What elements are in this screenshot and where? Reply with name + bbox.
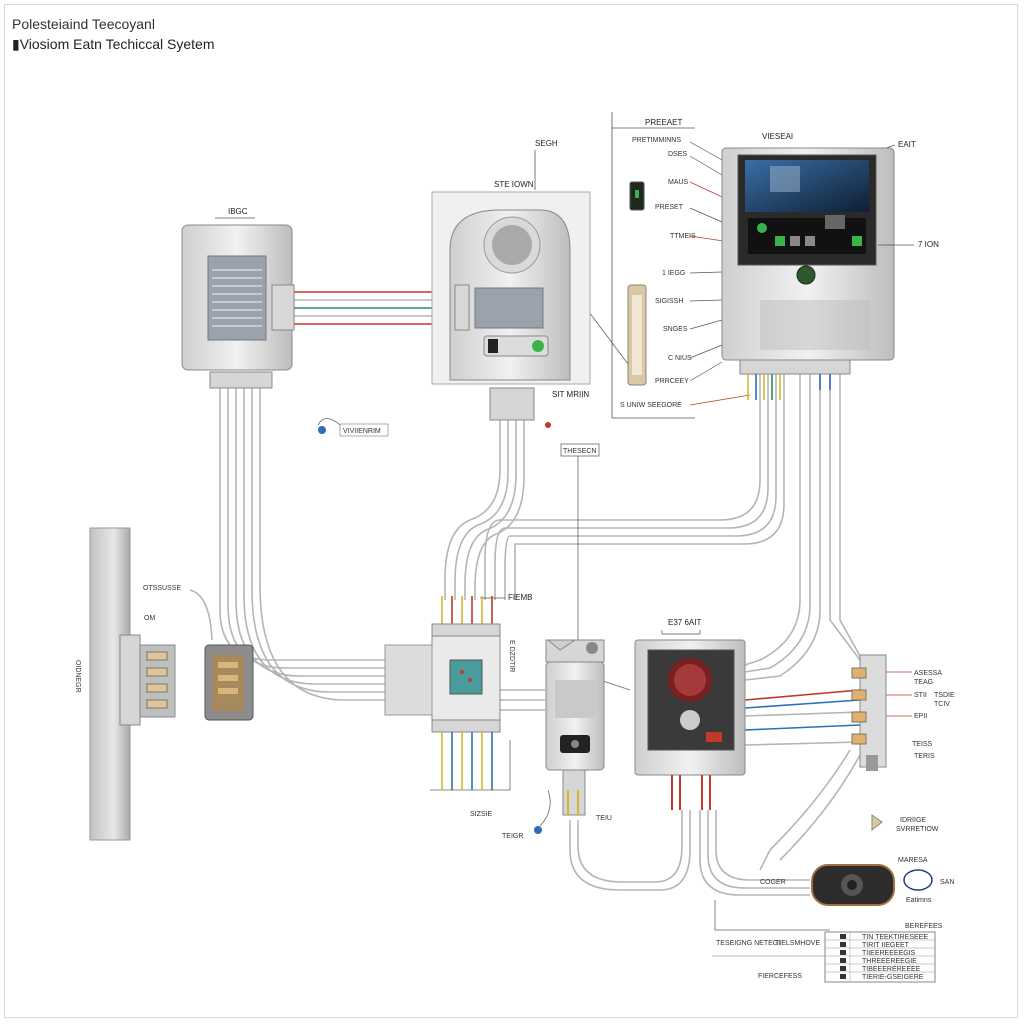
junction-tag: FIEMB [508, 593, 532, 602]
terminal-label-6: TCIV [934, 701, 950, 708]
panel-screen [745, 160, 869, 212]
legend-item-9: C NIUS [668, 355, 692, 362]
wires-bottom-loops [569, 749, 861, 896]
terminal-label-8: TERIS [914, 753, 935, 760]
table-row-3: TIIEEREEEEGIS [862, 950, 916, 957]
cabinet: E37 6AIT [634, 618, 746, 810]
junction-chip [449, 659, 483, 695]
remote: COGER MARESA SAN Eatimns [760, 857, 954, 906]
panel-terminal-strip [739, 359, 851, 375]
legend-item-5: TTMEIS [670, 233, 696, 240]
cabinet-lock-icon [680, 710, 700, 730]
center-unit-display [483, 335, 549, 357]
legend-item-11: S UNIW SEEGORE [620, 402, 682, 409]
panel-title: VIESEAI [762, 132, 793, 141]
sensor-left-label: VIVIIENRIM [343, 428, 381, 435]
legend-item-8: SNGES [663, 326, 688, 333]
wires-center-to-junction [444, 420, 525, 600]
terminal-label-1: ASESSA [914, 670, 942, 677]
table-row-5: TIBEEEREREEEE [862, 966, 921, 973]
side-sensor-label-b: SVRRETIOW [896, 826, 939, 833]
table-row-4: THREEEREEGIE [862, 958, 917, 965]
side-sensor-label: IDRIIGE [900, 817, 926, 824]
panel-corner-label: EAIT [898, 140, 916, 149]
wires-left-to-center [290, 291, 440, 325]
right-terminal: ASESSA TEAG STII TSDIE EPII TCIV TEISS T… [851, 654, 955, 771]
remote-brand: Eatimns [906, 897, 932, 904]
wire-left-panel [189, 589, 213, 641]
left-unit-terminal [271, 284, 295, 331]
table-row-2: TIRIT IIEGEET [862, 942, 910, 949]
table-title: BEREFEES [905, 923, 943, 930]
wires-panel-to-junction [484, 370, 785, 600]
side-sensor-icon [871, 814, 883, 832]
left-unit-vent [207, 255, 267, 341]
center-unit: SEGH STE IOWN SIT MRIIN [431, 139, 591, 428]
left-panel-b-label: OM [144, 615, 155, 622]
diagram-subtitle: ▮Viosiom Eatn Techiccal Syetem [12, 36, 215, 52]
diagram-title: Polesteiaind Teecoyanl [12, 16, 155, 32]
left-panel: OTSSUSSE [143, 585, 254, 721]
terminal-label-3: STII [914, 692, 927, 699]
center-unit-grille [474, 287, 544, 329]
sensor-left: VIVIIENRIM [317, 418, 389, 437]
table-left-a: TESEIGNG NETEGI [716, 940, 780, 947]
left-panel-a-label: OTSSUSSE [143, 585, 181, 592]
middle-tag: THESECN [560, 443, 600, 457]
probe-bulb-icon [534, 826, 542, 834]
left-wall-label: OIDNEGR [74, 660, 81, 693]
probe: TEIGR [502, 789, 551, 840]
left-unit: IBGC [181, 207, 295, 389]
center-sub-label: STE IOWN [494, 180, 534, 189]
junction-side-label: E DZDTIR [508, 640, 515, 672]
control-panel: VIESEAI EAIT 7 ION [721, 132, 939, 400]
legend-header: PREEAET [645, 118, 682, 127]
remote-top-label: MARESA [898, 857, 928, 864]
legend-item-3: MAUS [668, 179, 689, 186]
controller: TEIU [545, 639, 612, 822]
bottom-left-tag: SIZSIE [470, 811, 493, 818]
center-below-label: SIT MRIIN [552, 390, 589, 399]
left-unit-label: IBGC [228, 207, 248, 216]
reference-table: BEREFEES TIN TEEKTIRESEEE TIRIT IIEGEET … [712, 923, 943, 983]
terminal-label-5: EPII [914, 713, 927, 720]
terminal-label-4: TSDIE [934, 692, 955, 699]
table-left-c: FIERCEFESS [758, 973, 802, 980]
left-unit-base [209, 371, 273, 389]
status-led-icon [532, 340, 544, 352]
sensor-bulb-icon [318, 426, 326, 434]
legend-item-2: DSES [668, 151, 687, 158]
brand-logo-icon [903, 869, 933, 891]
wires-cabinet-to-terminal [744, 689, 861, 746]
left-wall: OIDNEGR OM [74, 527, 176, 841]
legend-item-1: PRETIMMINNS [632, 137, 681, 144]
controller-tag: TEIU [596, 815, 612, 822]
cabinet-tag: E37 6AIT [668, 618, 701, 627]
middle-tag-label: THESECN [563, 448, 596, 455]
table-row-6: TIERIE-GSEIGERE [862, 974, 924, 981]
junction-block: FIEMB E DZDTIR SIZSIE [384, 593, 532, 818]
legend-item-7: SIGISSH [655, 298, 683, 305]
center-top-label: SEGH [535, 139, 558, 148]
panel-button-icon [796, 265, 816, 285]
wall-plate [89, 527, 131, 841]
legend-item-6: 1 IEGG [662, 270, 685, 277]
table-frame [824, 931, 936, 983]
probe-label: TEIGR [502, 833, 523, 840]
legend-item-4: PRESET [655, 204, 684, 211]
remote-label: COGER [760, 879, 786, 886]
terminal-label-2: TEAG [914, 679, 933, 686]
table-row-1: TIN TEEKTIRESEEE [862, 934, 928, 941]
panel-side-label: 7 ION [918, 240, 939, 249]
legend-item-10: PRRCEEY [655, 378, 689, 385]
remote-right-label: SAN [940, 879, 954, 886]
side-sensor: IDRIIGE SVRRETIOW [871, 814, 939, 833]
legend-bracket: PREEAET PRETIMMINNS DSES MAUS PRESET TTM… [611, 112, 806, 419]
wires-panel-to-terminal [744, 370, 866, 681]
wires-junction-to-controller [500, 689, 545, 711]
terminal-label-7: TEISS [912, 741, 933, 748]
table-left-b: TIELSMHOVE [775, 940, 820, 947]
center-unit-connector [489, 387, 535, 421]
